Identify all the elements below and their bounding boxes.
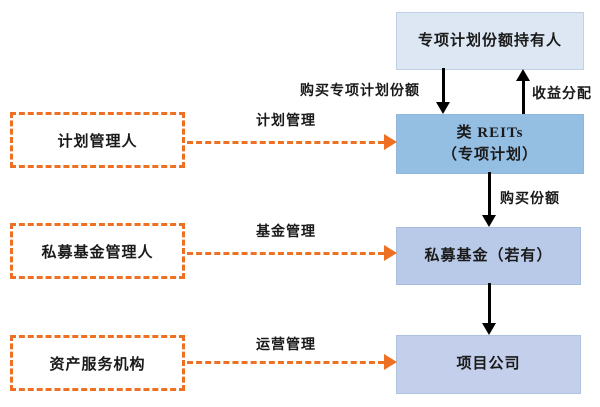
pe-fund-manager-box-label: 私募基金管理人	[41, 244, 154, 261]
arrow-reits-to-holder-shaft	[522, 81, 525, 114]
private-fund-box-label: 私募基金（若有）	[424, 247, 553, 264]
reits-box: 类 REITs （专项计划）	[396, 114, 584, 174]
reits-box-label-line2: （专项计划）	[441, 147, 538, 163]
arrow-reits-to-fund-shaft	[488, 172, 491, 215]
arrow-down-icon	[482, 215, 496, 227]
dashed-arrow-fund-management-line	[187, 252, 384, 255]
reits-box-label-line1: 类 REITs	[456, 124, 524, 141]
asset-servicer-box-label: 资产服务机构	[49, 356, 146, 373]
label-buy-plan-shares: 购买专项计划份额	[300, 84, 420, 99]
dashed-arrow-operation-management-line	[187, 361, 384, 364]
label-plan-management: 计划管理	[256, 114, 316, 129]
project-company-box-label: 项目公司	[456, 356, 521, 373]
arrow-fund-to-project-shaft	[488, 283, 491, 323]
arrow-down-icon	[482, 323, 496, 335]
plan-manager-box: 计划管理人	[10, 112, 185, 168]
label-operation-management: 运营管理	[256, 338, 316, 353]
arrow-up-icon	[516, 69, 530, 81]
arrow-right-icon	[384, 134, 397, 150]
project-company-box: 项目公司	[396, 335, 581, 394]
asset-servicer-box: 资产服务机构	[10, 335, 185, 391]
label-fund-management: 基金管理	[256, 225, 316, 240]
dashed-arrow-plan-management-line	[187, 141, 384, 144]
private-fund-box: 私募基金（若有）	[396, 227, 581, 285]
label-income-distribution: 收益分配	[532, 87, 592, 102]
arrow-down-icon	[436, 102, 450, 114]
arrow-right-icon	[384, 354, 397, 370]
arrow-holder-to-reits-shaft	[442, 68, 445, 102]
arrow-right-icon	[384, 245, 397, 261]
plan-manager-box-label: 计划管理人	[57, 133, 138, 150]
holder-box-label: 专项计划份额持有人	[417, 32, 562, 49]
pe-fund-manager-box: 私募基金管理人	[10, 223, 185, 279]
holder-box: 专项计划份额持有人	[396, 12, 584, 70]
label-buy-shares: 购买份额	[500, 192, 560, 207]
